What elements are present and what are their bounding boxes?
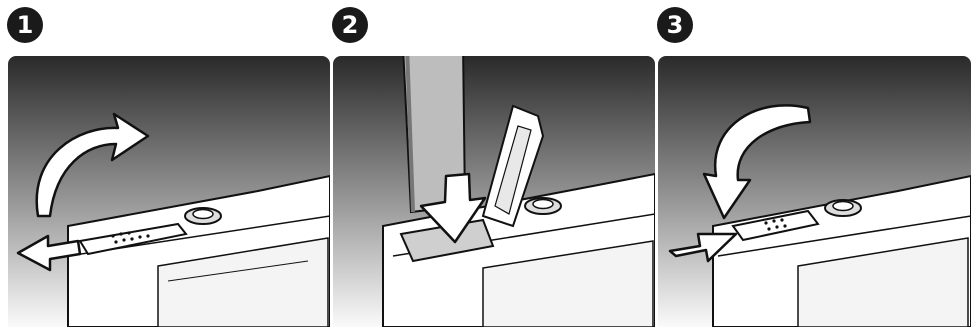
step-2-illustration — [333, 56, 655, 327]
step-number-3: 3 — [658, 8, 692, 42]
step-3-illustration — [658, 56, 971, 327]
control-dial — [185, 208, 221, 224]
step-number-1: 1 — [8, 8, 42, 42]
step-number-2: 2 — [333, 8, 367, 42]
step-1-illustration — [8, 56, 330, 327]
